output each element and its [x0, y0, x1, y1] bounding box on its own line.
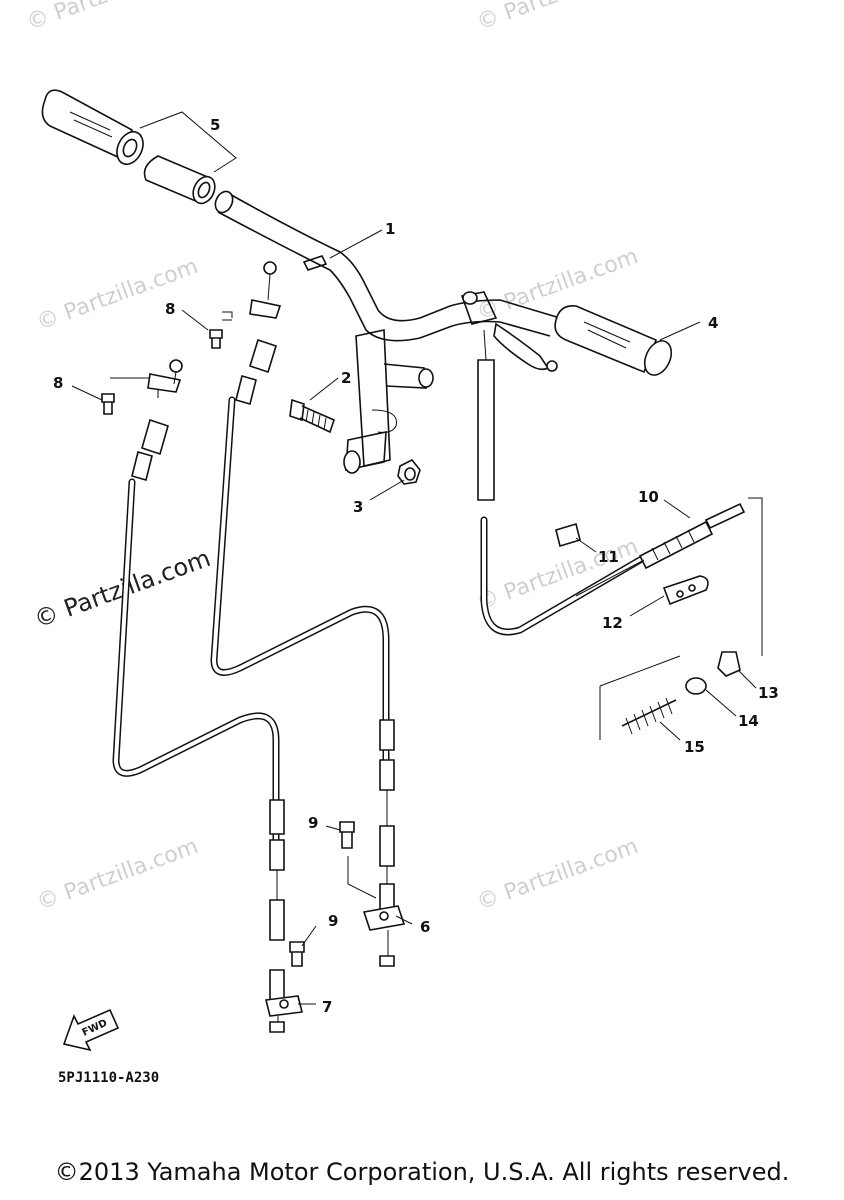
callout-15: 15	[684, 738, 705, 756]
callout-9: 9	[328, 912, 338, 930]
throttle-cables	[112, 261, 395, 1001]
copyright-notice: ©2013 Yamaha Motor Corporation, U.S.A. A…	[54, 1158, 790, 1186]
callout-13: 13	[758, 684, 779, 702]
watermark: © Partzilla.com	[34, 254, 202, 336]
fwd-arrow-icon: FWD	[62, 1008, 120, 1052]
grip-right-part	[554, 304, 673, 376]
screw-parts-9	[289, 821, 377, 967]
callout-7: 7	[322, 998, 332, 1016]
cable-adjuster-part	[575, 497, 763, 656]
watermark: © Partzilla.com	[34, 834, 202, 916]
cable-holder-parts	[265, 905, 406, 1033]
callout-9: 9	[308, 814, 318, 832]
bracket-part	[662, 575, 709, 606]
callout-8: 8	[165, 300, 175, 318]
leader-lines	[71, 229, 757, 1005]
callout-4: 4	[708, 314, 718, 332]
watermark: © Partzilla.com	[474, 0, 642, 36]
callout-3: 3	[353, 498, 363, 516]
diagram-part-code: 5PJ1110-A230	[58, 1070, 159, 1086]
callout-5: 5	[210, 116, 220, 134]
handlebar-part	[214, 190, 561, 474]
nut-part	[397, 458, 421, 485]
screw-parts-8	[101, 311, 233, 415]
callout-12: 12	[602, 614, 623, 632]
callout-2: 2	[341, 369, 351, 387]
grip-left-part	[41, 89, 237, 205]
callout-labels: 1 2 3 4 5 6 7 8 8 9 9 10 11 12 13 14 15	[53, 116, 779, 1016]
spring-set-parts	[599, 651, 741, 740]
watermark: © Partzilla.com	[474, 244, 642, 326]
clip-part	[555, 522, 581, 548]
callout-14: 14	[738, 712, 759, 730]
watermark: © Partzilla.com	[24, 0, 192, 36]
callout-11: 11	[598, 548, 619, 566]
callout-6: 6	[420, 918, 430, 936]
callout-1: 1	[385, 220, 395, 238]
bolt-part	[289, 398, 335, 434]
callout-10: 10	[638, 488, 659, 506]
watermark: © Partzilla.com	[474, 834, 642, 916]
exploded-parts-diagram: © Partzilla.com © Partzilla.com © Partzi…	[24, 0, 779, 1086]
brake-cable	[477, 329, 644, 636]
callout-8: 8	[53, 374, 63, 392]
